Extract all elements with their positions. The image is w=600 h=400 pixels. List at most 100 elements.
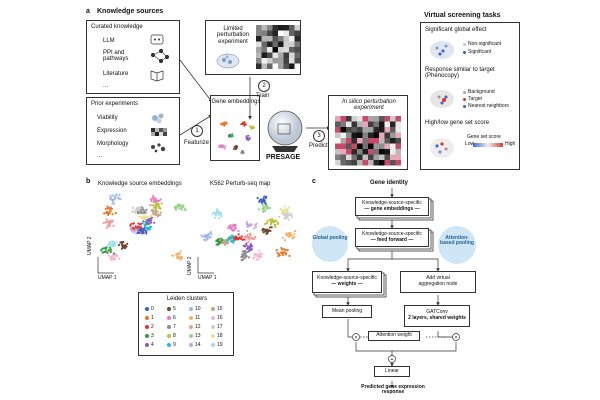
perturb-map-point [208, 236, 211, 239]
ks-embedding-point [131, 227, 135, 230]
ks-embedding-point [155, 203, 158, 206]
perturb-map-point [233, 228, 236, 231]
ks-embedding-point [136, 228, 139, 231]
heatmap-cell [267, 36, 273, 42]
perturb-map-point [288, 254, 291, 257]
perturb-map-point [274, 219, 277, 222]
task3-title: High/low gene set score [425, 120, 490, 126]
heatmap-cell [346, 143, 352, 149]
heatmap-cell [351, 143, 357, 149]
ks-embedding-point [149, 215, 152, 218]
heatmap-cell [261, 47, 267, 53]
heatmap-cell [283, 36, 289, 42]
heatmap-cell [357, 127, 363, 133]
ks-embedding-point [114, 195, 117, 199]
ks-embedding-point [110, 244, 113, 248]
heatmap-cell [395, 138, 401, 144]
heatmap-cell [395, 127, 401, 133]
embedding-icon-point [221, 144, 224, 147]
heatmap-cell [351, 127, 357, 133]
heatmap-cell [390, 121, 396, 127]
perturb-map-point [247, 224, 251, 228]
heatmap-cell [267, 63, 273, 69]
perturb-map-point [261, 203, 264, 207]
heatmap-cell [379, 138, 385, 144]
ks-embedding-point [115, 253, 118, 256]
embedding-icon-point [220, 123, 223, 126]
leiden-cluster-label: 17 [217, 324, 223, 330]
gene-embeddings-label: Gene embeddings [211, 99, 261, 105]
prior-item-expression: Expression [97, 128, 127, 134]
heatmap-cell [379, 154, 385, 160]
ks-embedding-point [105, 211, 108, 214]
perturb-map-point [281, 211, 284, 214]
ks-embedding-point [109, 207, 112, 210]
heatmap-cell [340, 149, 346, 155]
perturb-map-point [258, 200, 261, 203]
heatmap-cell [256, 30, 262, 36]
perturb-map-point [213, 216, 217, 219]
perturb-map-point [285, 252, 288, 255]
heatmap-cell [373, 116, 379, 122]
perturb-map-point [287, 218, 290, 221]
heatmap-cell [384, 143, 390, 149]
heatmap-cell [362, 121, 368, 127]
ks-embedding-point [117, 196, 120, 199]
perturb-map-point [203, 238, 206, 241]
ks-embedding-point [160, 202, 163, 205]
multiply-node-left: × [352, 333, 360, 341]
ks-embedding-point [179, 250, 182, 253]
leiden-cluster-label: 12 [195, 324, 201, 330]
embedding-icon-point [225, 122, 228, 125]
perturb-map-point [246, 245, 249, 248]
sum-node: + [388, 355, 396, 363]
heatmap-cell [351, 132, 357, 138]
ks-embedding-point [143, 216, 146, 219]
leiden-cluster-19: 19 [211, 342, 223, 348]
heatmap-cell [395, 143, 401, 149]
embedding-icon-point [240, 151, 243, 154]
embedding-icon-point [224, 145, 227, 148]
embedding-icon-point [223, 122, 226, 125]
heatmap-cell [373, 132, 379, 138]
perturb-map-point [277, 253, 280, 256]
heatmap-cell [294, 63, 300, 69]
panel-c-label: c [312, 178, 316, 185]
heatmap-cell [256, 36, 262, 42]
ks-embedding-point [143, 219, 147, 222]
leiden-cluster-label: 4 [151, 342, 154, 348]
leiden-swatch [211, 343, 215, 347]
embedding-icon-point [223, 147, 226, 150]
perturb-map-point [285, 232, 288, 235]
heatmap-cell [272, 47, 278, 53]
heatmap-cell [283, 30, 289, 36]
ks-embedding-point [130, 222, 133, 226]
heatmap-cell [346, 138, 352, 144]
in-silico-heatmap [335, 116, 401, 166]
heatmap-cell [357, 132, 363, 138]
heatmap-cell [340, 160, 346, 166]
heatmap-cell [283, 25, 289, 31]
perturb-map-point [218, 241, 221, 244]
leiden-swatch [167, 307, 171, 311]
perturb-map-point [274, 225, 277, 229]
leiden-cluster-label: 15 [217, 306, 223, 312]
predict-step-badge: 3 [313, 130, 325, 142]
task1-legend-nonsig: Non-significant [463, 41, 501, 47]
ks-embedding-point [150, 216, 153, 219]
heatmap-cell [283, 63, 289, 69]
featurize-label: Featurize [184, 140, 210, 146]
llm-icon [150, 34, 164, 45]
presage-crystal-ball-icon [267, 110, 303, 152]
heatmap-cell [267, 30, 273, 36]
leiden-swatch [167, 316, 171, 320]
leiden-cluster-label: 7 [173, 324, 176, 330]
heatmap-cell [278, 41, 284, 47]
embedding-icon-point [241, 150, 244, 153]
leiden-swatch [145, 334, 149, 338]
leiden-swatch [145, 343, 149, 347]
heatmap-cell [346, 127, 352, 133]
ks-embedding-point [156, 210, 159, 213]
ks-embedding-point [115, 241, 118, 244]
network-icon [150, 48, 170, 64]
